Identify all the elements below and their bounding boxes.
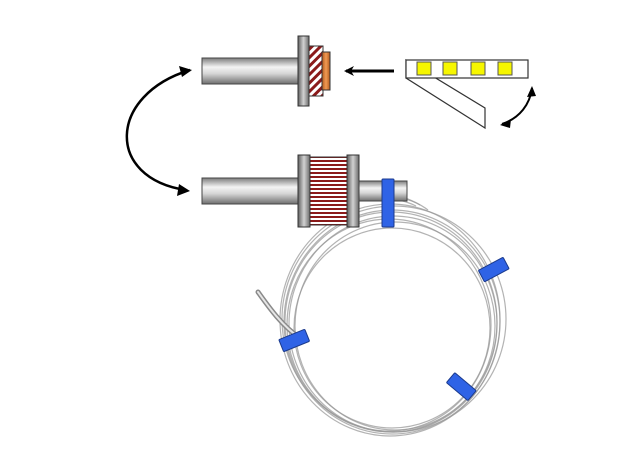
bottom-flange-left xyxy=(297,154,311,228)
yellow-square-4 xyxy=(497,61,513,76)
bottom-spindle xyxy=(201,154,408,228)
top-coil-winding xyxy=(308,45,324,97)
fiber-free-end xyxy=(255,289,303,341)
yellow-square-3 xyxy=(470,61,486,76)
bottom-shaft xyxy=(201,177,301,205)
clip-right xyxy=(478,257,510,283)
clip-bottom xyxy=(446,372,477,401)
rotate-arrow xyxy=(501,87,533,125)
top-copper-cap xyxy=(321,51,331,91)
transfer-arrow-head-bottom xyxy=(177,184,190,196)
yellow-square-1 xyxy=(416,61,432,76)
bottom-coil-winding xyxy=(309,156,349,226)
yellow-square-2 xyxy=(442,61,458,76)
transfer-arrow xyxy=(125,68,191,192)
clip-left xyxy=(278,328,310,352)
flexible-strip xyxy=(405,58,529,130)
top-shaft xyxy=(201,57,301,85)
rotate-arrow-head-top xyxy=(527,86,536,97)
rotate-arrow-head-bottom xyxy=(500,119,511,128)
top-flange xyxy=(297,35,310,107)
top-spindle xyxy=(201,35,331,107)
clip-spindle xyxy=(381,178,395,228)
transfer-arrow-head-top xyxy=(179,66,192,77)
bottom-flange-right xyxy=(346,154,360,228)
